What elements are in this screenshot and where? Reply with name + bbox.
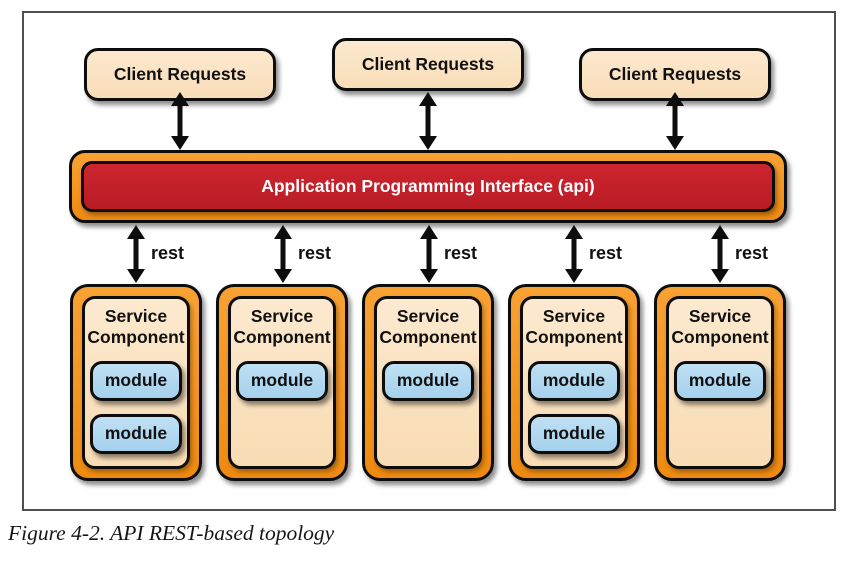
arrow-head-down-icon [565, 269, 583, 283]
arrow-head-down-icon [274, 269, 292, 283]
rest-label: rest [589, 243, 623, 263]
service-component-title: Service Component [377, 306, 479, 349]
service-component-box: Service Component module [654, 284, 786, 481]
rest-arrow [710, 225, 730, 283]
arrow-stem [133, 235, 139, 273]
arrow-head-up-icon [419, 92, 437, 106]
rest-label: rest [444, 243, 478, 263]
client-requests-label: Client Requests [608, 64, 742, 84]
module-box: module [528, 360, 620, 401]
service-component-box: Service Component module module [508, 284, 640, 481]
client-requests-box: Client Requests [332, 38, 524, 91]
arrow-stem [672, 102, 678, 140]
service-component-box: Service Component module module [70, 284, 202, 481]
arrow-head-up-icon [274, 225, 292, 239]
service-component-title: Service Component [669, 306, 771, 349]
service-component-inner: Service Component module module [82, 296, 190, 469]
rest-label: rest [298, 243, 332, 263]
arrow-stem [571, 235, 577, 273]
arrow-head-down-icon [711, 269, 729, 283]
arrow-head-down-icon [420, 269, 438, 283]
module-label: module [104, 423, 168, 444]
arrow-head-up-icon [127, 225, 145, 239]
arrow-head-down-icon [127, 269, 145, 283]
module-label: module [396, 370, 460, 391]
module-label: module [542, 423, 606, 444]
module-label: module [250, 370, 314, 391]
rest-arrow [419, 225, 439, 283]
module-box: module [90, 360, 182, 401]
arrow-head-up-icon [420, 225, 438, 239]
api-bar: Application Programming Interface (api) [81, 161, 775, 212]
rest-arrow [273, 225, 293, 283]
module-box: module [236, 360, 328, 401]
module-label: module [104, 370, 168, 391]
client-api-arrow [665, 92, 685, 150]
service-component-inner: Service Component module [228, 296, 336, 469]
service-component-title-text: Service Component [87, 306, 185, 348]
service-component-title-text: Service Component [525, 306, 623, 348]
service-component-box: Service Component module [362, 284, 494, 481]
service-component-title-text: Service Component [671, 306, 769, 348]
arrow-head-up-icon [666, 92, 684, 106]
arrow-stem [425, 102, 431, 140]
service-component-title-text: Service Component [379, 306, 477, 348]
service-component-inner: Service Component module [374, 296, 482, 469]
service-component-title-text: Service Component [233, 306, 331, 348]
arrow-head-down-icon [666, 136, 684, 150]
diagram-frame: Client Requests Client Requests Client R… [22, 11, 836, 511]
module-box: module [90, 413, 182, 454]
client-api-arrow [170, 92, 190, 150]
figure-caption: Figure 4-2. API REST-based topology [8, 521, 335, 545]
module-label: module [688, 370, 752, 391]
rest-arrow [564, 225, 584, 283]
service-component-inner: Service Component module module [520, 296, 628, 469]
arrow-stem [280, 235, 286, 273]
rest-label: rest [151, 243, 185, 263]
service-component-title: Service Component [523, 306, 625, 349]
arrow-stem [426, 235, 432, 273]
client-api-arrow [418, 92, 438, 150]
module-box: module [528, 413, 620, 454]
module-box: module [674, 360, 766, 401]
api-bar-label: Application Programming Interface (api) [261, 176, 595, 196]
rest-arrow [126, 225, 146, 283]
rest-label: rest [735, 243, 769, 263]
service-component-title: Service Component [85, 306, 187, 349]
module-box: module [382, 360, 474, 401]
arrow-stem [717, 235, 723, 273]
service-component-box: Service Component module [216, 284, 348, 481]
api-bar-outer: Application Programming Interface (api) [69, 150, 787, 223]
client-requests-label: Client Requests [113, 64, 247, 84]
service-component-title: Service Component [231, 306, 333, 349]
arrow-head-down-icon [171, 136, 189, 150]
module-label: module [542, 370, 606, 391]
arrow-head-up-icon [171, 92, 189, 106]
service-component-inner: Service Component module [666, 296, 774, 469]
arrow-head-down-icon [419, 136, 437, 150]
arrow-head-up-icon [565, 225, 583, 239]
arrow-head-up-icon [711, 225, 729, 239]
client-requests-label: Client Requests [361, 54, 495, 74]
arrow-stem [177, 102, 183, 140]
